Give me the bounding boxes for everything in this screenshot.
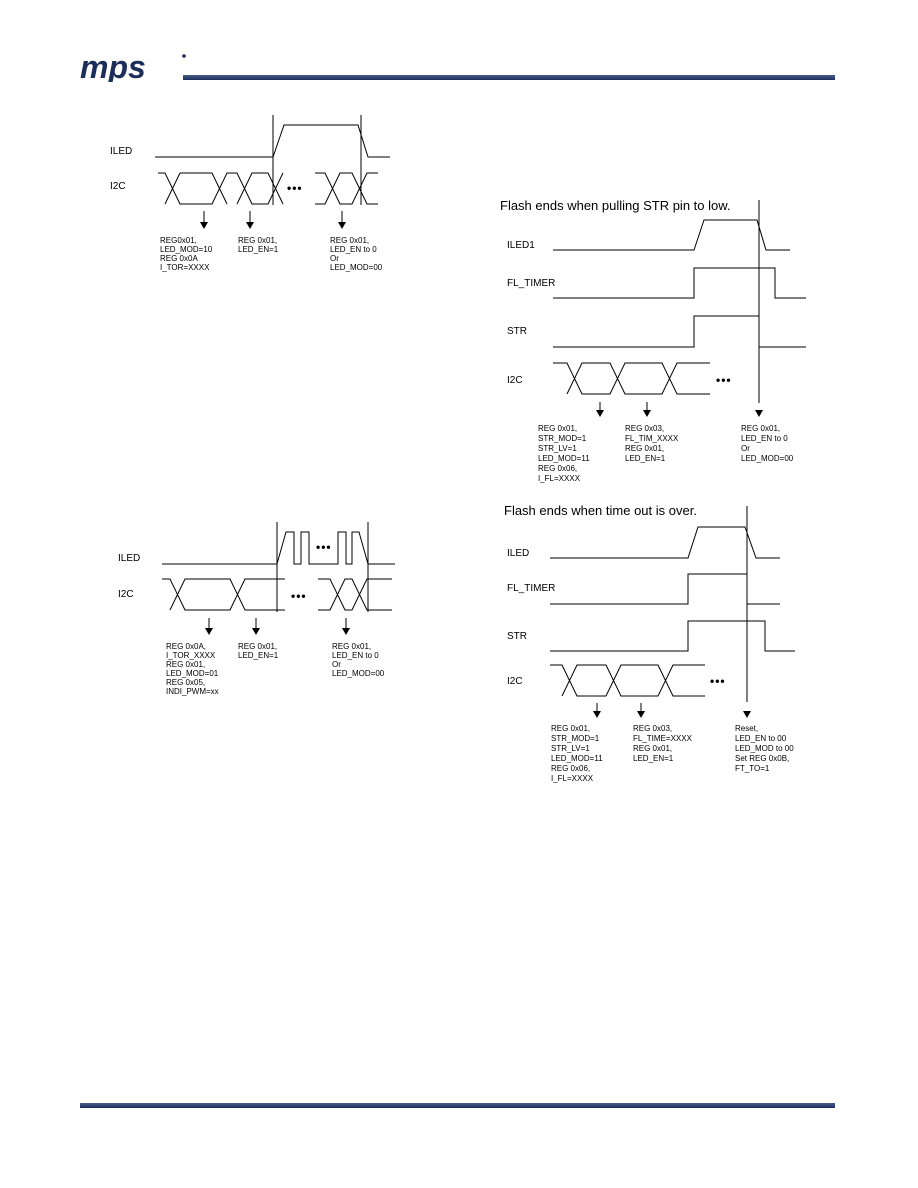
indicator-i2c-label: I2C xyxy=(118,589,134,600)
flash-timeout-note-3: Reset, LED_EN to 00 LED_MOD to 00 Set RE… xyxy=(735,724,796,773)
torch-i2c-ellipsis: ••• xyxy=(287,181,303,195)
torch-note-2: REG 0x01, LED_EN=1 xyxy=(238,236,279,254)
torch-command-arrow xyxy=(246,211,254,229)
flash-str-i2c-waveform xyxy=(553,362,710,395)
flash-timeout-note-1: REG 0x01, STR_MOD=1 STR_LV=1 LED_MOD=11 … xyxy=(551,724,605,783)
torch-timing-diagram: ILED I2C ••• REG0x01, LED_MOD=10 REG 0x0… xyxy=(110,115,390,272)
flash-str-note-1: REG 0x01, STR_MOD=1 STR_LV=1 LED_MOD=11 … xyxy=(538,424,592,483)
flash-str-end-arrow xyxy=(755,410,763,417)
torch-iled-waveform xyxy=(155,124,390,158)
torch-i2c-label: I2C xyxy=(110,181,126,192)
flash-timeout-command-arrow xyxy=(593,703,601,718)
torch-i2c-waveform xyxy=(158,172,378,205)
flash-str-iled-label: ILED1 xyxy=(507,240,535,251)
indicator-iled-ellipsis: ••• xyxy=(316,540,332,554)
flash-timeout-title: Flash ends when time out is over. xyxy=(504,503,697,518)
flash-str-str-waveform xyxy=(553,315,806,348)
flash-str-command-arrow xyxy=(643,402,651,417)
flash-timeout-command-arrow xyxy=(637,703,645,718)
indicator-note-2: REG 0x01, LED_EN=1 xyxy=(238,642,279,660)
flash-str-i2c-label: I2C xyxy=(507,375,523,386)
indicator-timing-diagram: ILED I2C ••• ••• REG 0x0A, I_TOR_XXXX RE… xyxy=(118,522,395,696)
flash-str-note-2: REG 0x03, FL_TIM_XXXX REG 0x01, LED_EN=1 xyxy=(625,424,681,463)
flash-str-title: Flash ends when pulling STR pin to low. xyxy=(500,198,731,213)
indicator-iled-waveform xyxy=(162,531,395,565)
indicator-note-3: REG 0x01, LED_EN to 0 Or LED_MOD=00 xyxy=(332,642,385,678)
flash-timeout-timing-diagram: Flash ends when time out is over. ILED F… xyxy=(504,503,796,783)
flash-timeout-i2c-ellipsis: ••• xyxy=(710,674,726,688)
flash-timeout-fltimer-waveform xyxy=(550,573,780,605)
logo-lettering: mps xyxy=(80,52,146,82)
flash-str-str-label: STR xyxy=(507,326,527,337)
flash-str-timing-diagram: Flash ends when pulling STR pin to low. … xyxy=(500,198,806,483)
flash-timeout-end-arrow xyxy=(743,711,751,718)
flash-str-iled-waveform xyxy=(553,219,790,251)
indicator-i2c-ellipsis: ••• xyxy=(291,589,307,603)
indicator-command-arrow xyxy=(342,618,350,635)
flash-str-i2c-ellipsis: ••• xyxy=(716,373,732,387)
footer-rule xyxy=(80,1103,835,1108)
torch-iled-label: ILED xyxy=(110,146,132,157)
flash-str-note-3: REG 0x01, LED_EN to 0 Or LED_MOD=00 xyxy=(741,424,794,463)
flash-str-fltimer-waveform xyxy=(553,267,806,299)
flash-timeout-str-waveform xyxy=(550,620,795,652)
torch-note-1: REG0x01, LED_MOD=10 REG 0x0A I_TOR=XXXX xyxy=(160,236,214,272)
flash-str-command-arrow xyxy=(596,402,604,417)
flash-str-fltimer-label: FL_TIMER xyxy=(507,278,555,289)
torch-command-arrow xyxy=(338,211,346,229)
header-rule xyxy=(183,75,835,80)
indicator-command-arrow xyxy=(205,618,213,635)
flash-timeout-i2c-label: I2C xyxy=(507,676,523,687)
torch-command-arrow xyxy=(200,211,208,229)
flash-timeout-iled-label: ILED xyxy=(507,548,529,559)
flash-timeout-note-2: REG 0x03, FL_TIME=XXXX REG 0x01, LED_EN=… xyxy=(633,724,694,763)
torch-note-3: REG 0x01, LED_EN to 0 Or LED_MOD=00 xyxy=(330,236,383,272)
flash-timeout-iled-waveform xyxy=(550,526,780,559)
indicator-note-1: REG 0x0A, I_TOR_XXXX REG 0x01, LED_MOD=0… xyxy=(166,642,220,696)
indicator-command-arrow xyxy=(252,618,260,635)
flash-timeout-fltimer-label: FL_TIMER xyxy=(507,583,555,594)
mps-logo: mps xyxy=(80,52,186,82)
indicator-iled-label: ILED xyxy=(118,553,140,564)
flash-timeout-str-label: STR xyxy=(507,631,527,642)
indicator-i2c-waveform xyxy=(162,578,392,611)
flash-timeout-i2c-waveform xyxy=(550,664,705,697)
